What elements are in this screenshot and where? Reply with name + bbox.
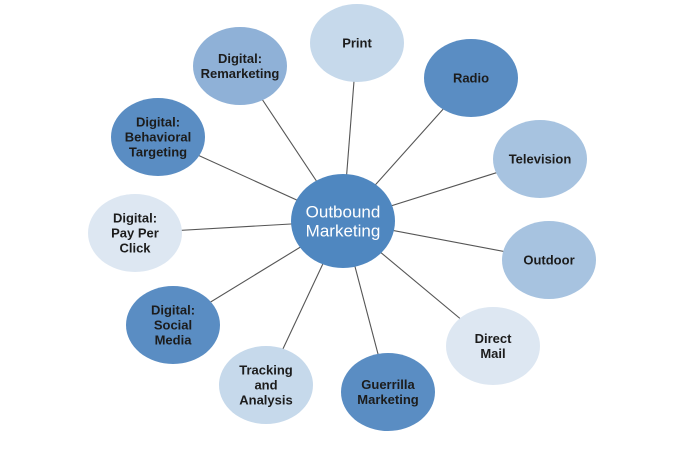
node-label-line: Guerrilla <box>361 377 415 392</box>
node-label-line: Tracking <box>239 363 293 378</box>
node-label-line: Social <box>154 318 192 333</box>
node-label-line: Remarketing <box>201 66 280 81</box>
node-circle <box>310 4 404 82</box>
node-label-line: Outdoor <box>523 253 574 268</box>
node-label: Outdoor <box>523 253 574 268</box>
node-label: Print <box>342 36 372 51</box>
node-label-line: Digital: <box>113 211 157 226</box>
node-circle <box>111 98 205 176</box>
node-label-line: Mail <box>480 346 505 361</box>
node-label-line: Television <box>509 152 572 167</box>
node-label-line: Targeting <box>129 145 187 160</box>
node-label-line: Radio <box>453 71 489 86</box>
node-digital-remarketing: Digital:Remarketing <box>193 27 287 105</box>
node-outdoor: Outdoor <box>502 221 596 299</box>
node-label-line: Pay Per <box>111 226 159 241</box>
node-label-line: and <box>254 378 277 393</box>
node-circle <box>193 27 287 105</box>
node-circle <box>424 39 518 117</box>
center-label-line: Marketing <box>306 222 381 241</box>
node-circle <box>88 194 182 272</box>
node-label: Digital:Remarketing <box>201 51 280 81</box>
node-circle <box>502 221 596 299</box>
node-label: Television <box>509 152 572 167</box>
node-radio: Radio <box>424 39 518 117</box>
node-label: Radio <box>453 71 489 86</box>
node-label-line: Marketing <box>357 392 418 407</box>
node-circle <box>446 307 540 385</box>
node-label-line: Digital: <box>136 115 180 130</box>
center-circle <box>291 174 395 268</box>
node-circle <box>219 346 313 424</box>
node-label-line: Digital: <box>218 51 262 66</box>
node-label-line: Click <box>119 241 151 256</box>
node-label-line: Direct <box>475 331 513 346</box>
node-label-line: Media <box>155 333 193 348</box>
node-label-line: Digital: <box>151 303 195 318</box>
node-label-line: Behavioral <box>125 130 191 145</box>
node-circle <box>493 120 587 198</box>
center-label-line: Outbound <box>306 203 381 222</box>
node-television: Television <box>493 120 587 198</box>
node-label-line: Analysis <box>239 393 292 408</box>
node-print: Print <box>310 4 404 82</box>
node-label-line: Print <box>342 36 372 51</box>
node-circle <box>341 353 435 431</box>
node-circle <box>126 286 220 364</box>
